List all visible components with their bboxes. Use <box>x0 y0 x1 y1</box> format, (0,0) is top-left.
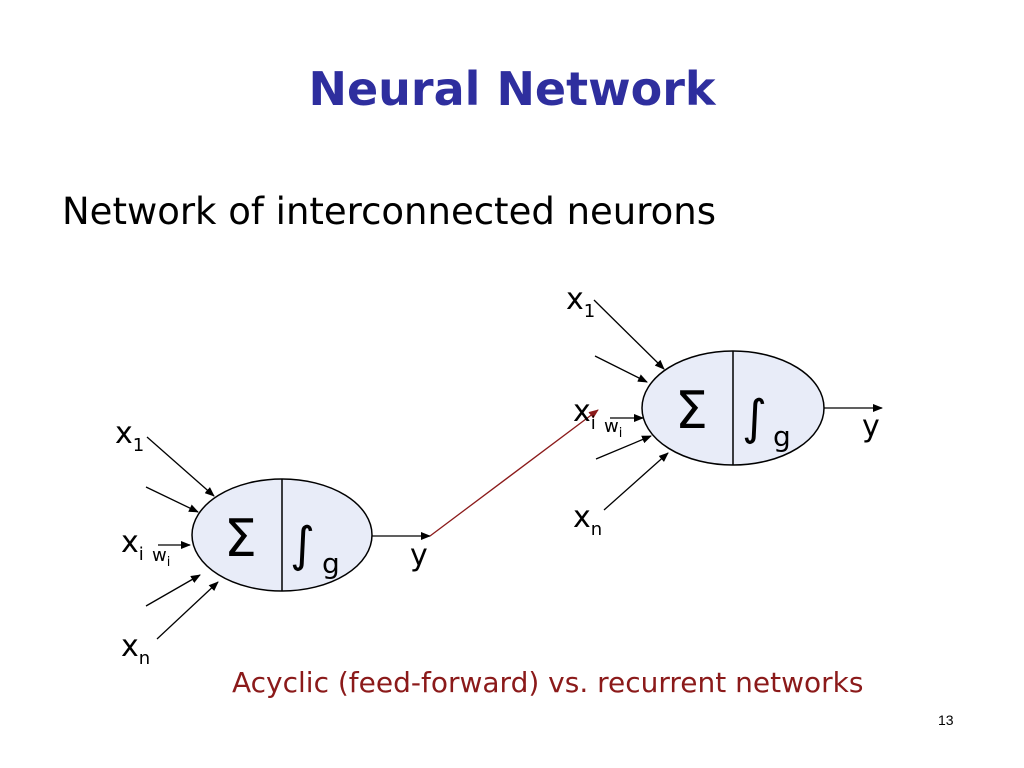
neuron-2: Σ ∫ g x1 xi wi xn y <box>566 282 883 540</box>
input-arrow <box>145 486 199 513</box>
slide-title: Neural Network <box>308 62 716 116</box>
input-label-x1: x1 <box>115 416 144 456</box>
input-label-xi: xi <box>121 525 144 565</box>
input-arrow-x1 <box>146 436 215 497</box>
input-arrow-xn <box>603 452 669 511</box>
page-number: 13 <box>938 712 954 728</box>
activation-g-label: g <box>322 547 340 580</box>
input-label-xn: xn <box>573 500 602 540</box>
neuron-1: Σ ∫ g x1 xi wi xn y <box>115 416 431 669</box>
weight-label-wi: wi <box>604 416 622 441</box>
sum-symbol: Σ <box>224 509 257 569</box>
input-arrow <box>594 355 648 383</box>
input-arrow <box>595 435 652 460</box>
input-label-xn: xn <box>121 629 150 669</box>
input-arrow-xn <box>156 581 219 640</box>
output-label-y: y <box>410 538 428 573</box>
input-label-x1: x1 <box>566 282 595 322</box>
weight-label-wi: wi <box>152 545 170 570</box>
activation-g-label: g <box>773 420 791 453</box>
input-arrow <box>145 574 201 607</box>
output-label-y: y <box>862 409 880 444</box>
integral-symbol: ∫ <box>290 517 315 573</box>
sum-symbol: Σ <box>675 381 708 441</box>
inter-neuron-connection <box>429 409 599 537</box>
integral-symbol: ∫ <box>742 390 767 446</box>
input-arrow-x1 <box>593 299 665 370</box>
input-label-xi: xi <box>573 394 596 434</box>
slide-subtitle: Network of interconnected neurons <box>62 190 717 233</box>
slide-caption: Acyclic (feed-forward) vs. recurrent net… <box>232 666 864 699</box>
